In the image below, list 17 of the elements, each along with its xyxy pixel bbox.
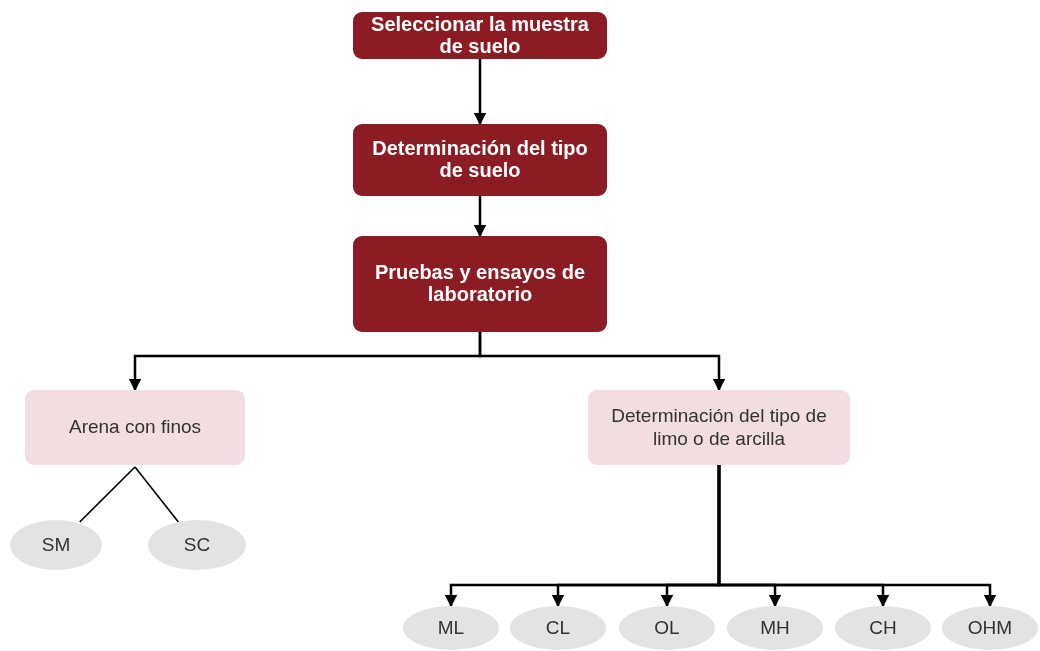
process-box: Seleccionar la muestra de suelo [353, 12, 607, 59]
soil-class-ellipse: ML [403, 606, 499, 650]
soil-class-ellipse: CL [510, 606, 606, 650]
connector-arrow [478, 332, 726, 392]
soil-class-ellipse: OL [619, 606, 715, 650]
soil-class-ellipse: OHM [942, 606, 1038, 650]
category-box: Arena con finos [25, 390, 245, 465]
connector-arrow [473, 196, 487, 238]
soil-class-ellipse: MH [727, 606, 823, 650]
process-box: Pruebas y ensayos de laboratorio [353, 236, 607, 332]
connector-arrow [473, 59, 487, 126]
soil-class-ellipse: SC [148, 520, 246, 570]
connector-arrow [717, 465, 997, 608]
category-box: Determinación del tipo de limo o de arcilla [588, 390, 850, 465]
soil-class-ellipse: CH [835, 606, 931, 650]
soil-class-ellipse: SM [10, 520, 102, 570]
process-box: Determinación del tipo de suelo [353, 124, 607, 196]
